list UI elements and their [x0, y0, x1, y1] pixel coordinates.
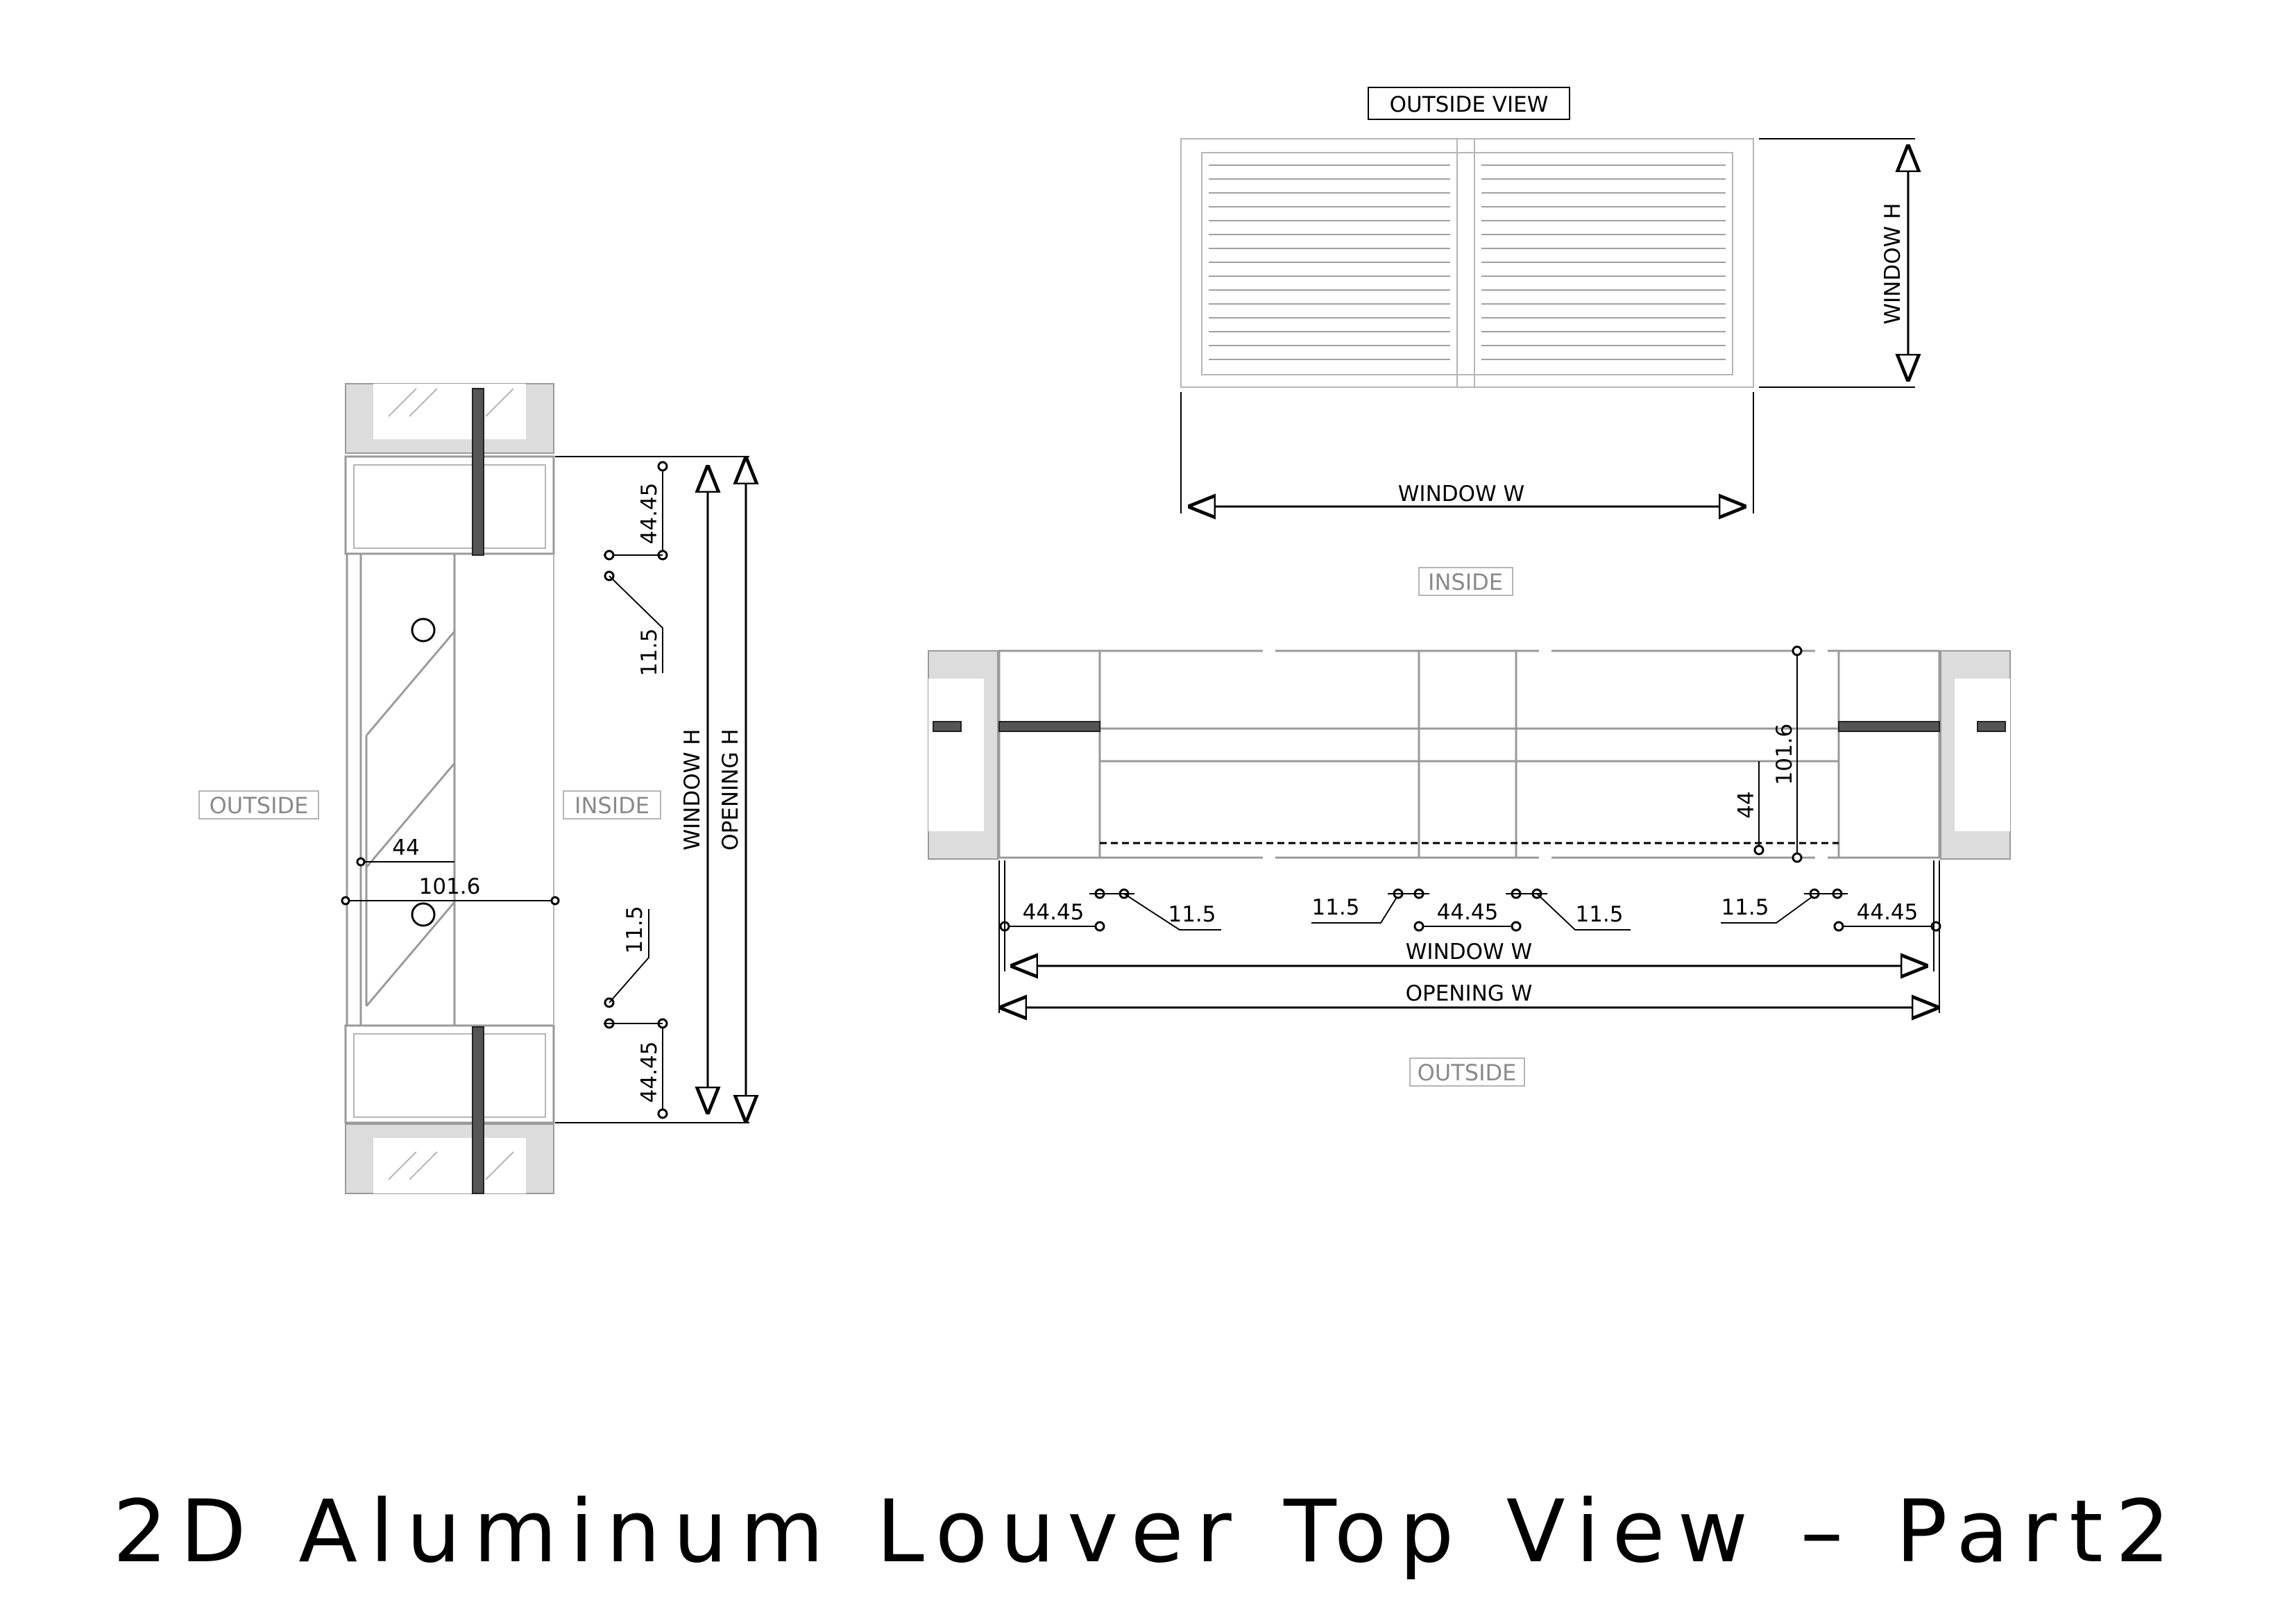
wall-hatch [388, 388, 514, 417]
section-inside-label: INSIDE [575, 792, 649, 819]
anchor-bolt-left [998, 721, 1100, 732]
plan-view: INSIDE 101.6 44 44.45 [928, 567, 2011, 1087]
dim-bottom-frame: 44.45 [637, 1042, 662, 1103]
plan-dim-mid-gap-left: 11.5 [1311, 895, 1359, 920]
left-jamb-profile [998, 649, 1101, 859]
plan-dim-left-frame: 44.45 [1023, 900, 1085, 925]
anchor-bolt-right [1838, 721, 1940, 732]
window-h-label-section: WINDOW H [680, 729, 705, 850]
opening-h-label: OPENING H [718, 729, 743, 850]
dim-top-frame: 44.45 [637, 483, 662, 545]
plan-dim-right-gap: 11.5 [1721, 895, 1769, 920]
pivot-point [411, 902, 436, 927]
pivot-point [411, 618, 436, 643]
dim-depth-1016: 101.6 [419, 874, 481, 899]
window-h-label: WINDOW H [1880, 203, 1905, 324]
plan-dim-left-gap: 11.5 [1168, 902, 1216, 927]
louver-blades-left [1209, 164, 1450, 360]
window-w-label: WINDOW W [1398, 482, 1524, 507]
anchor-bolt-bottom [472, 1026, 484, 1194]
anchor-bolt-top [472, 388, 484, 556]
dim-depth-44: 44 [392, 835, 419, 860]
plan-dim-depth-1016: 101.6 [1772, 724, 1797, 785]
outside-view-label-box [1368, 87, 1570, 120]
plan-opening-w-label: OPENING W [1406, 981, 1533, 1006]
section-outside-label: OUTSIDE [210, 792, 309, 819]
louver-blades-right [1481, 164, 1726, 360]
louver-outer-frame [1180, 138, 1754, 388]
outside-view: OUTSIDE VIEW WINDOW W WINDOW H [1180, 87, 1915, 513]
drawing-title: 2D Aluminum Louver Top View – Part2 [112, 1482, 2182, 1582]
dim-top-gap: 11.5 [637, 628, 662, 676]
louver-inner-frame [1201, 152, 1733, 375]
plan-inside-label: INSIDE [1428, 569, 1503, 595]
outside-view-label: OUTSIDE VIEW [1390, 92, 1549, 117]
plan-window-w-label: WINDOW W [1406, 940, 1532, 965]
plan-dim-mid-gap-right: 11.5 [1575, 902, 1623, 927]
right-jamb-profile [1837, 649, 1941, 859]
louver-blade-section [365, 631, 456, 1007]
top-frame-profile [344, 455, 555, 555]
plan-dim-depth-44: 44 [1734, 791, 1759, 818]
plan-outside-label: OUTSIDE [1418, 1060, 1517, 1086]
plan-dim-mid-frame: 44.45 [1437, 900, 1499, 925]
section-view: 44.45 11.5 11.5 44.45 WINDOW H OPENING H… [198, 383, 749, 1194]
dim-bottom-gap: 11.5 [622, 906, 647, 953]
plan-dim-right-frame: 44.45 [1857, 900, 1919, 925]
wall-hatch [388, 1151, 514, 1180]
mullion-profile [1418, 649, 1517, 859]
bottom-frame-profile [344, 1024, 555, 1124]
